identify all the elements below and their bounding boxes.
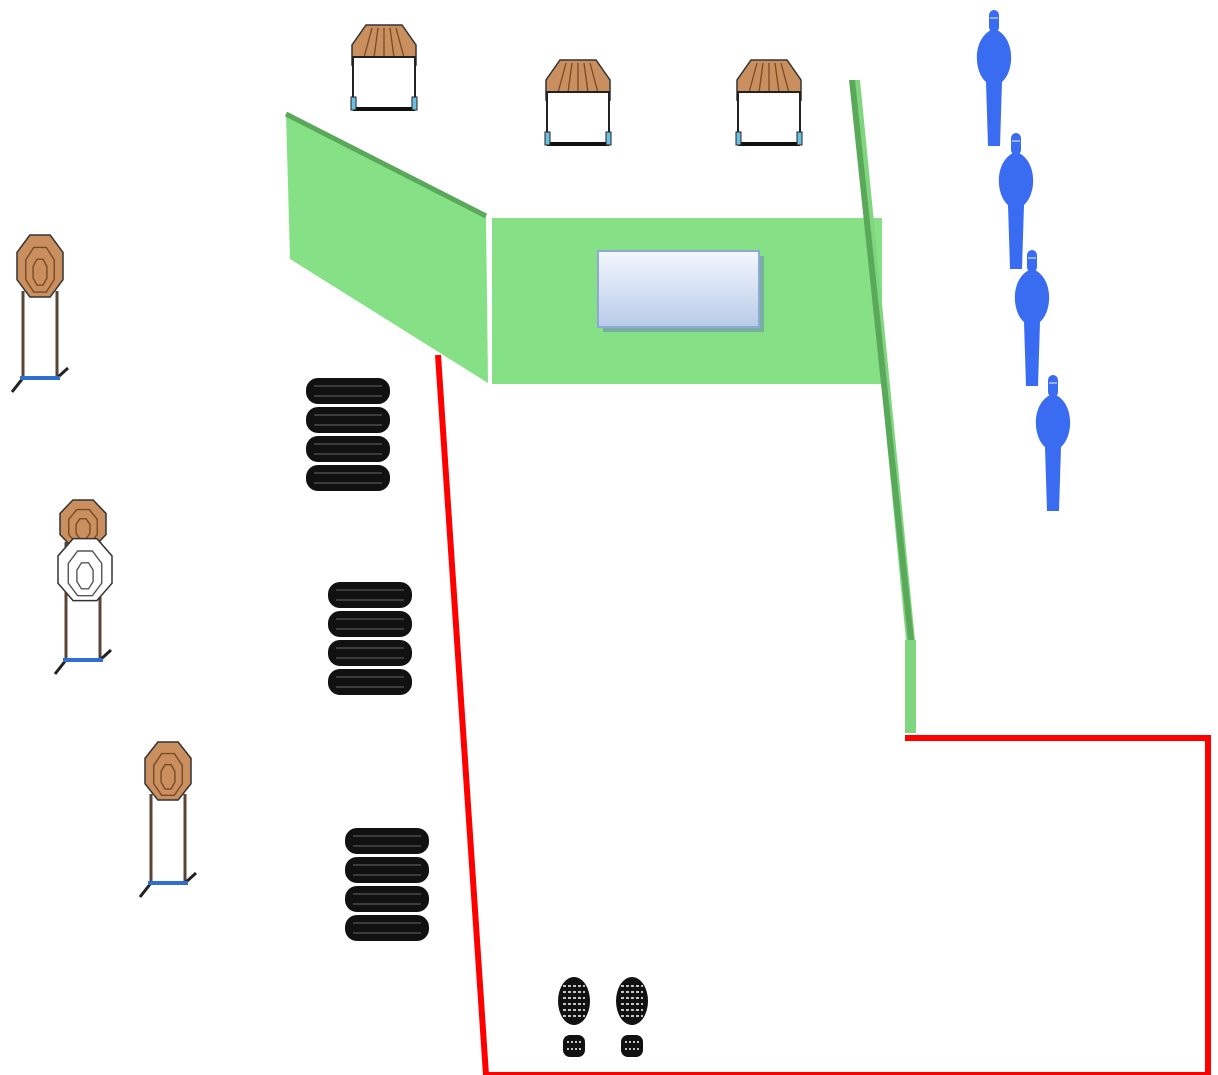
paper-target-icon: [735, 59, 803, 146]
tire: [345, 828, 429, 854]
tire-stack-icon: [328, 582, 412, 695]
steel-popper-icon: [976, 10, 1012, 146]
tire: [328, 611, 412, 637]
footprint-icon: [616, 977, 648, 1057]
window-port-icon: [597, 250, 764, 332]
paper-target-icon: [544, 59, 612, 146]
paper-target-icon: [53, 499, 113, 675]
paper-target-icon: [350, 24, 418, 111]
tire: [345, 857, 429, 883]
paper-target-icon: [138, 741, 198, 898]
paper-target-icon: [10, 234, 70, 393]
tire: [345, 915, 429, 941]
steel-popper-icon: [998, 133, 1034, 269]
tire: [306, 378, 390, 404]
tire: [328, 669, 412, 695]
tire: [306, 407, 390, 433]
tire: [328, 582, 412, 608]
steel-popper-icon: [1014, 250, 1050, 386]
tire-stack-icon: [345, 828, 429, 941]
barricade-wall-center: [492, 218, 882, 384]
barricade-wall-left: [284, 111, 488, 383]
tire: [345, 886, 429, 912]
footprint-icon: [558, 977, 590, 1057]
tire: [306, 436, 390, 462]
barricade-wall-right: [849, 80, 916, 733]
tire: [328, 640, 412, 666]
no-shoot-target-icon: [57, 537, 113, 602]
steel-popper-icon: [1035, 375, 1071, 511]
tire-stack-icon: [306, 378, 390, 491]
fault-line: [435, 354, 1211, 1075]
tire: [306, 465, 390, 491]
